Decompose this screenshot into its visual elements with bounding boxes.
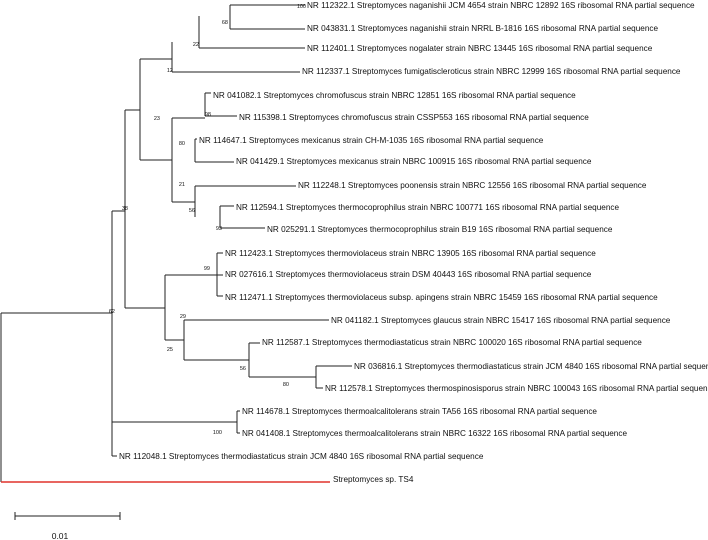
leaf-label-13: NR 027616.1 Streptomyces thermoviolaceus…	[225, 270, 592, 279]
leaf-label-14: NR 112471.1 Streptomyces thermoviolaceus…	[225, 293, 658, 302]
bootstrap-value: 22	[193, 42, 199, 48]
leaf-label-20: NR 041408.1 Streptomyces thermoalcalitol…	[242, 429, 627, 438]
leaf-label-1: NR 112322.1 Streptomyces naganishii JCM …	[307, 1, 695, 10]
bootstrap-value: 68	[222, 20, 228, 26]
leaf-label-10: NR 112594.1 Streptomyces thermocoprophil…	[236, 203, 619, 212]
scale-bar: 0.01	[14, 512, 121, 540]
scale-bar-label: 0.01	[52, 531, 69, 540]
bootstrap-value: 29	[180, 314, 186, 320]
leaf-label-6: NR 115398.1 Streptomyces chromofuscus st…	[239, 113, 589, 122]
bootstrap-value: 100	[297, 4, 306, 10]
bootstrap-value: 21	[179, 182, 185, 188]
leaf-label-3: NR 112401.1 Streptomyces nogalater strai…	[307, 44, 653, 53]
bootstrap-value: 38	[122, 206, 128, 212]
leaf-label-8: NR 041429.1 Streptomyces mexicanus strai…	[236, 157, 592, 166]
leaf-label-11: NR 025291.1 Streptomyces thermocoprophil…	[267, 225, 613, 234]
leaf-label-21: NR 112048.1 Streptomyces thermodiastatic…	[119, 452, 484, 461]
leaf-label-17: NR 036816.1 Streptomyces thermodiastatic…	[354, 362, 708, 371]
bootstrap-value: 98	[205, 112, 211, 118]
leaf-label-15: NR 041182.1 Streptomyces glaucus strain …	[331, 316, 671, 325]
leaf-label-outgroup-ts4: Streptomyces sp. TS4	[333, 475, 414, 484]
bootstrap-value: 99	[204, 266, 210, 272]
bootstrap-value: 100	[213, 430, 222, 436]
bootstrap-value: 62	[109, 309, 115, 315]
leaf-label-4: NR 112337.1 Streptomyces fumigatisclerot…	[302, 67, 681, 76]
leaf-labels: NR 112322.1 Streptomyces naganishii JCM …	[119, 1, 708, 484]
bootstrap-value: 56	[189, 208, 195, 214]
bootstrap-values: 100 68 22 12 98 23 80 21 56 93 99 38 29 …	[109, 4, 306, 436]
bootstrap-value: 93	[216, 226, 222, 232]
tree-branches	[0, 4, 352, 483]
leaf-label-9: NR 112248.1 Streptomyces poonensis strai…	[298, 181, 647, 190]
leaf-label-7: NR 114647.1 Streptomyces mexicanus strai…	[199, 136, 544, 145]
bootstrap-value: 80	[179, 141, 185, 147]
leaf-label-19: NR 114678.1 Streptomyces thermoalcalitol…	[242, 407, 597, 416]
bootstrap-value: 25	[167, 347, 173, 353]
leaf-label-2: NR 043831.1 Streptomyces naganishii stra…	[307, 24, 658, 33]
bootstrap-value: 12	[167, 68, 173, 74]
leaf-label-18: NR 112578.1 Streptomyces thermospinosisp…	[325, 384, 708, 393]
bootstrap-value: 56	[240, 366, 246, 372]
bootstrap-value: 80	[283, 382, 289, 388]
leaf-label-16: NR 112587.1 Streptomyces thermodiastatic…	[262, 338, 642, 347]
leaf-label-12: NR 112423.1 Streptomyces thermoviolaceus…	[225, 249, 596, 258]
leaf-label-5: NR 041082.1 Streptomyces chromofuscus st…	[213, 91, 576, 100]
bootstrap-value: 23	[154, 116, 160, 122]
